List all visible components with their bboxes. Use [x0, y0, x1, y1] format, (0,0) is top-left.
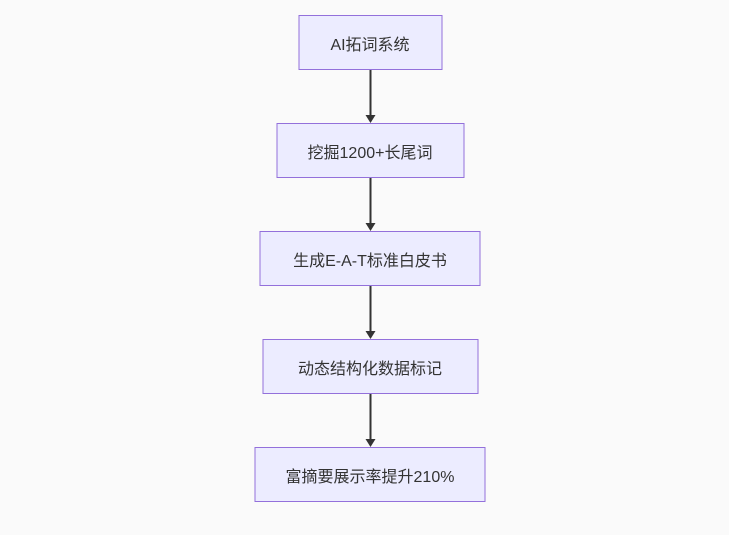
- flowchart: AI拓词系统 挖掘1200+长尾词 生成E-A-T标准白皮书 动态结构化数据标记: [254, 15, 486, 502]
- arrowhead-down-icon: [365, 115, 375, 123]
- flow-arrow-1: [365, 70, 375, 123]
- flow-node-label: 动态结构化数据标记: [297, 360, 442, 378]
- flow-node-structured-data-markup: 动态结构化数据标记: [262, 339, 478, 394]
- flow-node-longtail-mining: 挖掘1200+长尾词: [276, 123, 464, 178]
- flow-arrow-4: [365, 394, 375, 447]
- arrowhead-down-icon: [365, 439, 375, 447]
- flow-node-label: 生成E-A-T标准白皮书: [293, 252, 447, 270]
- flow-node-label: 挖掘1200+长尾词: [307, 144, 433, 162]
- flow-node-eat-whitepaper: 生成E-A-T标准白皮书: [259, 231, 481, 286]
- arrow-line: [369, 286, 371, 331]
- arrow-line: [369, 394, 371, 439]
- arrowhead-down-icon: [365, 331, 375, 339]
- flow-node-rich-snippet-uplift: 富摘要展示率提升210%: [254, 447, 486, 502]
- flow-arrow-2: [365, 178, 375, 231]
- arrow-line: [369, 178, 371, 223]
- flow-node-label: 富摘要展示率提升210%: [285, 468, 455, 486]
- flow-node-ai-keyword-system: AI拓词系统: [298, 15, 442, 70]
- flow-node-label: AI拓词系统: [330, 36, 410, 54]
- arrow-line: [369, 70, 371, 115]
- flow-arrow-3: [365, 286, 375, 339]
- arrowhead-down-icon: [365, 223, 375, 231]
